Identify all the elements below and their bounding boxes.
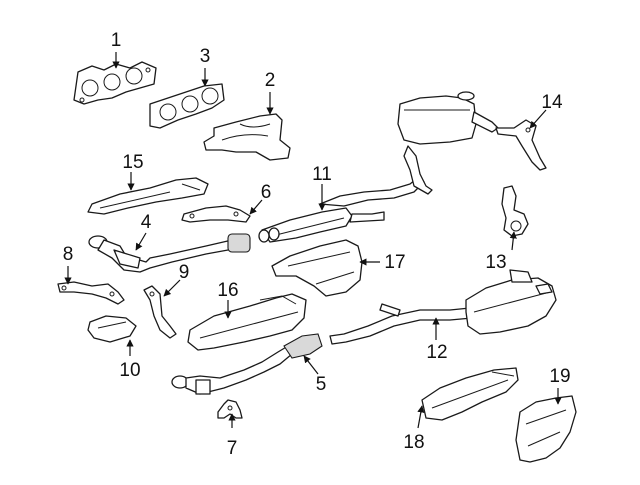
callout-14: 14 xyxy=(541,92,563,113)
part-14-hanger xyxy=(495,119,547,171)
part-3-manifold-gasket xyxy=(149,83,225,129)
callout-17: 17 xyxy=(384,252,405,273)
callout-3: 3 xyxy=(200,46,211,67)
callout-1: 1 xyxy=(111,30,122,51)
center-muffler xyxy=(397,91,499,145)
part-7-bracket xyxy=(217,399,243,419)
part-10-shield-pad xyxy=(87,315,137,343)
part-18-heat-shield xyxy=(421,367,519,421)
callout-13: 13 xyxy=(485,252,506,273)
part-13-rubber-hanger xyxy=(501,185,529,237)
part-15-heat-shield xyxy=(87,177,209,215)
callout-leaders xyxy=(64,52,562,429)
callout-labels: 1 2 3 4 5 6 7 8 9 10 11 12 13 14 15 16 1… xyxy=(63,30,571,459)
part-6-bracket xyxy=(181,205,251,223)
callout-9: 9 xyxy=(179,262,190,283)
callout-10: 10 xyxy=(119,360,140,381)
callout-16: 16 xyxy=(217,280,238,301)
part-5-catalytic-pipe xyxy=(171,333,323,395)
callout-12: 12 xyxy=(426,342,447,363)
callout-19: 19 xyxy=(549,366,570,387)
callout-7: 7 xyxy=(227,438,238,459)
callout-15: 15 xyxy=(122,152,143,173)
callout-4: 4 xyxy=(141,212,152,233)
part-17-heat-shield xyxy=(271,239,363,297)
callout-2: 2 xyxy=(265,70,276,91)
part-2-exhaust-manifold xyxy=(203,113,291,161)
part-11-intermediate-pipe xyxy=(258,145,433,243)
callout-18: 18 xyxy=(403,432,424,453)
callout-8: 8 xyxy=(63,244,74,265)
part-8-bracket xyxy=(57,281,125,305)
part-9-bracket xyxy=(143,285,177,339)
callout-5: 5 xyxy=(316,374,327,395)
part-12-rear-muffler xyxy=(329,269,557,345)
callout-6: 6 xyxy=(261,182,272,203)
part-16-heat-shield xyxy=(187,293,307,351)
part-4-front-pipe xyxy=(88,233,251,273)
part-1-manifold-gasket xyxy=(73,61,157,105)
part-19-heat-shield xyxy=(515,395,577,463)
callout-11: 11 xyxy=(312,164,332,185)
